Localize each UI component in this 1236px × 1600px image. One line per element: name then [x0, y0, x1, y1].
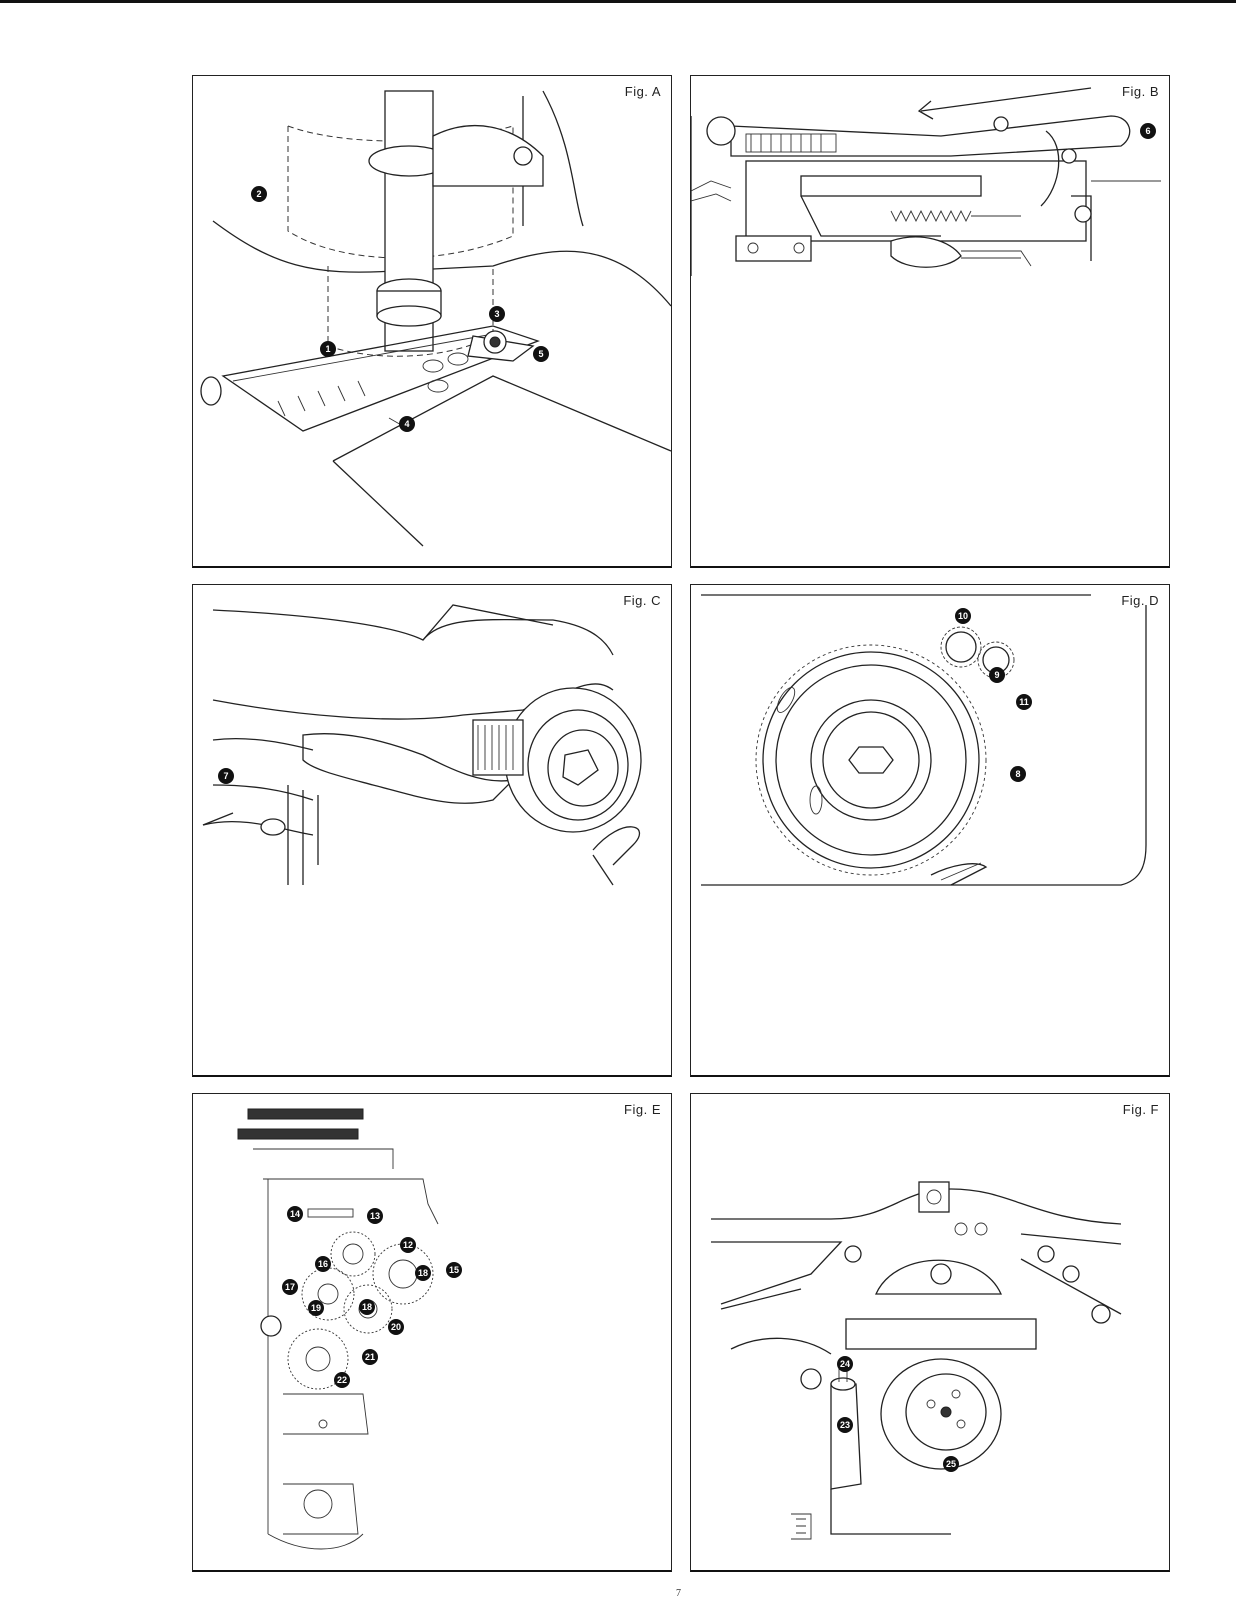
callout-14: 14 [287, 1206, 303, 1222]
callout-9: 9 [989, 667, 1005, 683]
callout-20: 20 [388, 1319, 404, 1335]
figure-d-illustration [701, 594, 1147, 886]
figure-c-panel: Fig. C 7 [192, 584, 672, 1077]
figure-e-illustration [237, 1108, 439, 1550]
callout-24: 24 [837, 1356, 853, 1372]
callout-5: 5 [533, 346, 549, 362]
figure-f-illustration [711, 1181, 1122, 1540]
callout-18-left: 18 [359, 1299, 375, 1315]
figure-a-label: Fig. A [624, 84, 661, 99]
figure-d-label: Fig. D [1121, 593, 1159, 608]
callout-25: 25 [943, 1456, 959, 1472]
figure-b-label: Fig. B [1122, 84, 1159, 99]
callout-15: 15 [446, 1262, 462, 1278]
callout-11: 11 [1016, 694, 1032, 710]
figure-d-panel: Fig. D 10 9 11 8 [690, 584, 1170, 1077]
callout-10: 10 [955, 608, 971, 624]
callout-16: 16 [315, 1256, 331, 1272]
figure-a-panel: Fig. A 1 2 3 4 5 [192, 75, 672, 568]
callout-3: 3 [489, 306, 505, 322]
callout-21: 21 [362, 1349, 378, 1365]
callout-19: 19 [308, 1300, 324, 1316]
figure-f-label: Fig. F [1122, 1102, 1159, 1117]
callout-1: 1 [320, 341, 336, 357]
callout-22: 22 [334, 1372, 350, 1388]
callout-12: 12 [400, 1237, 416, 1253]
figure-e-panel: Fig. E 14 13 12 18 15 16 17 19 18 20 21 … [192, 1093, 672, 1572]
page-number: 7 [676, 1588, 681, 1599]
figure-c-illustration [202, 604, 642, 886]
callout-4: 4 [399, 416, 415, 432]
top-rule [0, 0, 1236, 3]
callout-13: 13 [367, 1208, 383, 1224]
callout-8: 8 [1010, 766, 1026, 782]
callout-7: 7 [218, 768, 234, 784]
callout-17: 17 [282, 1279, 298, 1295]
figure-f-panel: Fig. F 24 23 25 [690, 1093, 1170, 1572]
figure-e-label: Fig. E [624, 1102, 661, 1117]
callout-23: 23 [837, 1417, 853, 1433]
figure-c-label: Fig. C [623, 593, 661, 608]
callout-18-right: 18 [415, 1265, 431, 1281]
figure-b-panel: Fig. B 6 [690, 75, 1170, 568]
callout-6: 6 [1140, 123, 1156, 139]
callout-2: 2 [251, 186, 267, 202]
figure-b-illustration [691, 87, 1161, 276]
figure-a-illustration [200, 90, 671, 547]
